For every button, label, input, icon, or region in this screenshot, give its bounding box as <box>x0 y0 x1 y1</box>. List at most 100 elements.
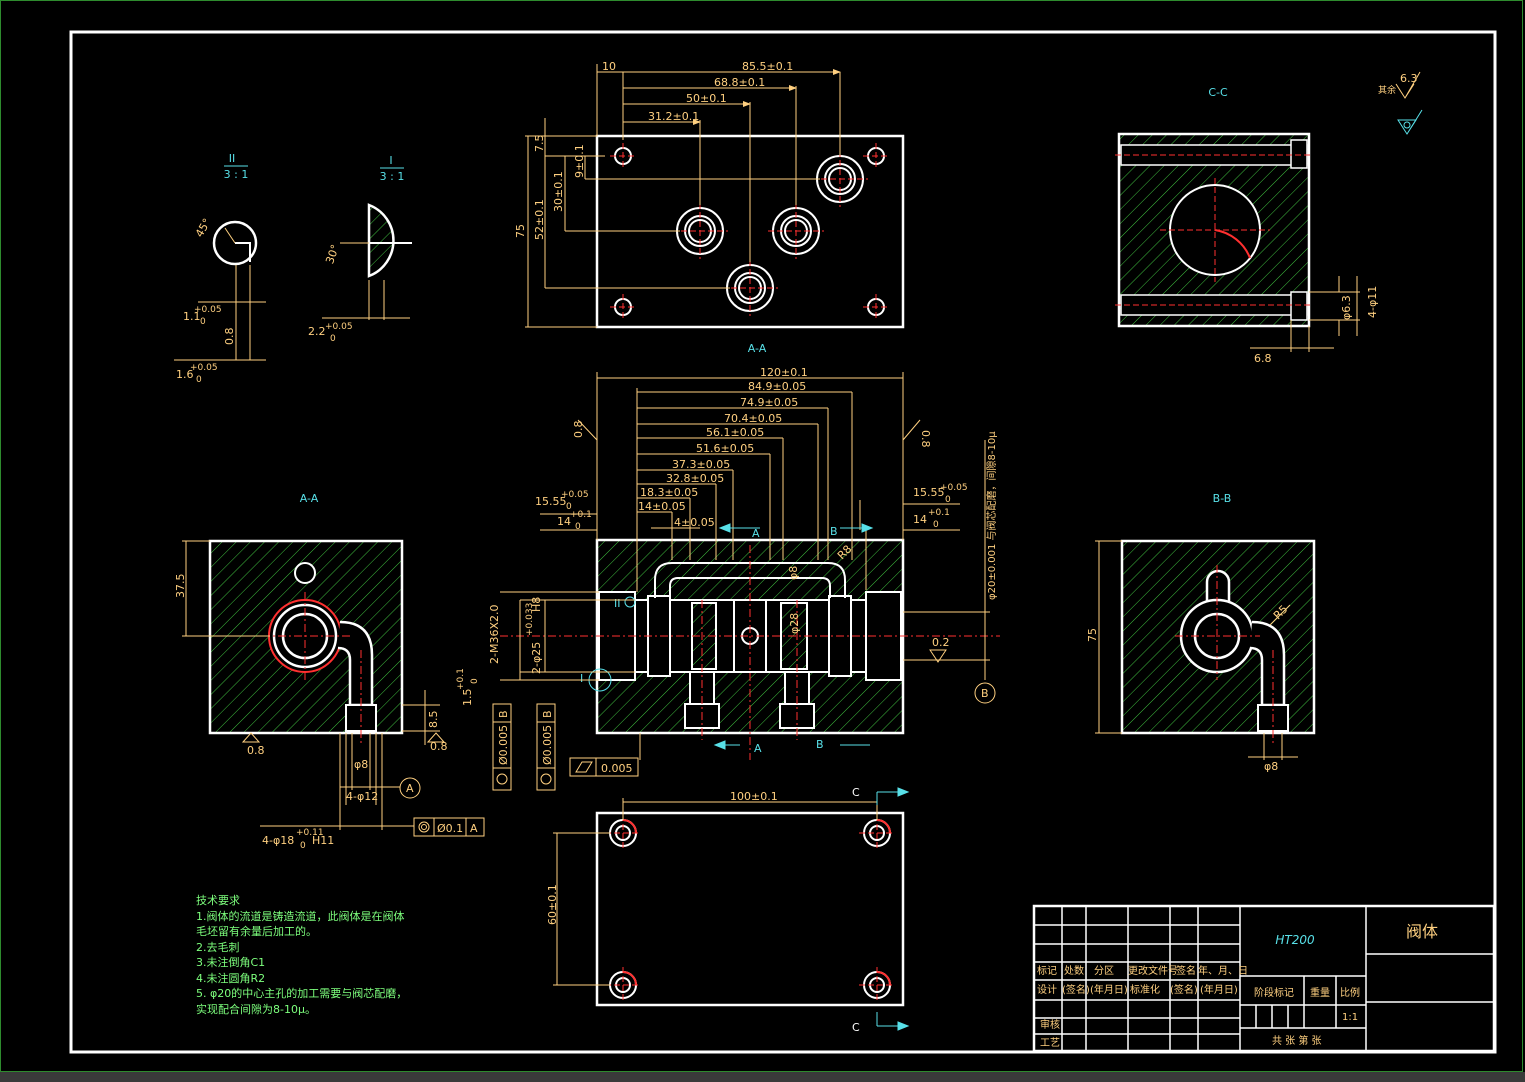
tb-scale-label: 比例 <box>1340 986 1360 999</box>
notes-line-7: 实现配合间隙为8-10μ。 <box>196 1002 316 1016</box>
dim-50: 50±0.1 <box>686 92 727 105</box>
dim-bore-phi25: 2-φ25 <box>530 642 543 674</box>
section-bb-view: B-B 75 φ8 R5 <box>1086 492 1316 773</box>
dim-75-top: 75 <box>514 224 527 238</box>
dim-9: 9±0.1 <box>573 144 586 178</box>
dim-thread-m36: 2-M36X2.0 <box>488 605 501 665</box>
dim-6-8: 6.8 <box>1254 352 1272 365</box>
dim-120: 120±0.1 <box>760 366 808 379</box>
detail-ii-tol-plus-2: +0.05 <box>190 363 218 373</box>
dim-56-1: 56.1±0.05 <box>706 426 764 439</box>
dim-85-5: 85.5±0.1 <box>742 60 793 73</box>
tb-review: 审核 <box>1040 1018 1060 1031</box>
dim-14-right-zero: 0 <box>933 520 939 530</box>
dim-14-right: 14 <box>913 513 927 526</box>
dim-31-2: 31.2±0.1 <box>648 110 699 123</box>
dim-10: 10 <box>602 60 616 73</box>
dim-14-left-zero: 0 <box>575 522 581 532</box>
top-view: 10 85.5±0.1 68.8±0.1 50±0.1 31.2±0.1 7.5… <box>514 60 905 329</box>
tb-r1-c4: 更改文件号 <box>1128 964 1178 977</box>
dim-75-bb: 75 <box>1086 628 1099 642</box>
tb-material: HT200 <box>1275 933 1315 947</box>
roughness-0-2: 0.2 <box>932 636 950 649</box>
detail-ii-dim-1-6: 1.6 <box>176 368 194 381</box>
gdt-flatness-value: 0.005 <box>601 762 633 775</box>
dim-1-5: 1.5 <box>461 689 474 707</box>
tb-stage: 阶段标记 <box>1254 986 1294 999</box>
detail-i-angle: 30° <box>323 243 342 266</box>
tb-r2-c2: (签名) <box>1062 983 1090 996</box>
roughness-rest-label: 其余 <box>1378 84 1396 96</box>
dim-15-55-left-tol: +0.05 <box>561 490 589 500</box>
notes-title: 技术要求 <box>196 894 240 907</box>
detail-ii-tol-zero: 0 <box>200 317 206 327</box>
tb-part-name: 阀体 <box>1406 922 1438 941</box>
dim-14-left: 14 <box>557 515 571 528</box>
section-bb-label: B-B <box>1213 492 1232 505</box>
gdt-coax2-value: Ø0.005 <box>541 725 554 765</box>
dim-bore-fit: H8 <box>530 597 543 612</box>
section-aa-left-label: A-A <box>300 492 319 505</box>
dim-phi20-note: φ20±0.001 与阀芯配磨，间隙8-10μ <box>985 431 998 600</box>
dim-8-5: 8.5 <box>427 711 440 729</box>
dim-4-phi11: 4-φ11 <box>1366 286 1379 318</box>
dim-7-5: 7.5 <box>533 135 546 153</box>
tb-r1-c2: 处数 <box>1064 964 1084 977</box>
status-bar <box>0 1072 1525 1082</box>
dim-bore-tol: +0.033 <box>525 603 535 636</box>
drawing-frame <box>69 30 1497 1054</box>
detail-i-tol-zero: 0 <box>330 334 336 344</box>
roughness-0-8-left: 0.8 <box>572 421 585 439</box>
title-block: HT200 阀体 标记 处数 分区 更改文件号 签名 年、月、日 设计 (签名)… <box>1032 904 1496 1053</box>
tb-r2-c3: (年月日) <box>1090 983 1128 996</box>
tb-process: 工艺 <box>1040 1037 1060 1049</box>
detail-ii-angle: 45° <box>193 216 214 239</box>
detail-i-tol-plus: +0.05 <box>325 322 353 332</box>
dim-15-55-left: 15.55 <box>535 495 567 508</box>
section-aa-center-label: A-A <box>748 342 767 355</box>
tb-r1-c3: 分区 <box>1094 965 1114 977</box>
section-mark-a-bottom: A <box>754 742 762 755</box>
bottom-view: 100±0.1 60±0.1 C C <box>546 786 910 1034</box>
datum-a-label: A <box>406 782 414 795</box>
dim-14-left-tol: +0.1 <box>570 510 592 520</box>
notes-line-5: 4.未注圆角R2 <box>196 971 266 985</box>
marker-i-label: I <box>580 672 583 685</box>
roughness-0-8-right: 0.8 <box>919 430 932 448</box>
dim-37-5: 37.5 <box>174 574 187 599</box>
dim-60: 60±0.1 <box>546 884 559 925</box>
detail-ii-dim-0-8: 0.8 <box>223 328 236 346</box>
detail-i-dim-2-2: 2.2 <box>308 325 326 338</box>
dim-15-55-left-zero: 0 <box>566 502 572 512</box>
dim-51-6: 51.6±0.05 <box>696 442 754 455</box>
marker-ii-label: II <box>614 597 621 610</box>
tb-r2-c5: (签名) <box>1170 983 1198 996</box>
gdt-coax3-datum: A <box>470 822 478 835</box>
notes-line-3: 2.去毛刺 <box>196 940 240 954</box>
dim-37-3: 37.3±0.05 <box>672 458 730 471</box>
gdt-coax1-datum: B <box>497 710 510 718</box>
dim-15-55-right-tol: +0.05 <box>940 483 968 493</box>
dim-4-phi18-tol: +0.11 <box>296 828 324 838</box>
dim-phi8-front: φ8 <box>787 566 800 580</box>
dim-4-phi18: 4-φ18 <box>262 834 294 847</box>
dim-4-phi12: 4-φ12 <box>346 790 378 803</box>
notes-line-1: 1.阀体的流道是铸造流道，此阀体是在阀体 <box>196 909 405 923</box>
dim-1-5-zero: 0 <box>470 678 480 684</box>
dim-52: 52±0.1 <box>533 199 546 240</box>
section-mark-b-bottom: B <box>816 738 824 751</box>
tb-r1-c6: 年、月、日 <box>1198 964 1248 977</box>
dim-14-right-tol: +0.1 <box>928 508 950 518</box>
dim-phi28: φ28 <box>788 613 801 634</box>
dim-100: 100±0.1 <box>730 790 778 803</box>
detail-i-scale: 3 : 1 <box>380 170 405 183</box>
dim-32-8: 32.8±0.05 <box>666 472 724 485</box>
tb-r2-c4: 标准化 <box>1130 983 1160 996</box>
section-cc-label: C-C <box>1208 86 1228 99</box>
dim-4-phi18-fit: H11 <box>312 834 334 847</box>
datum-a-circle <box>399 777 421 799</box>
detail-ii-marker <box>624 596 636 608</box>
